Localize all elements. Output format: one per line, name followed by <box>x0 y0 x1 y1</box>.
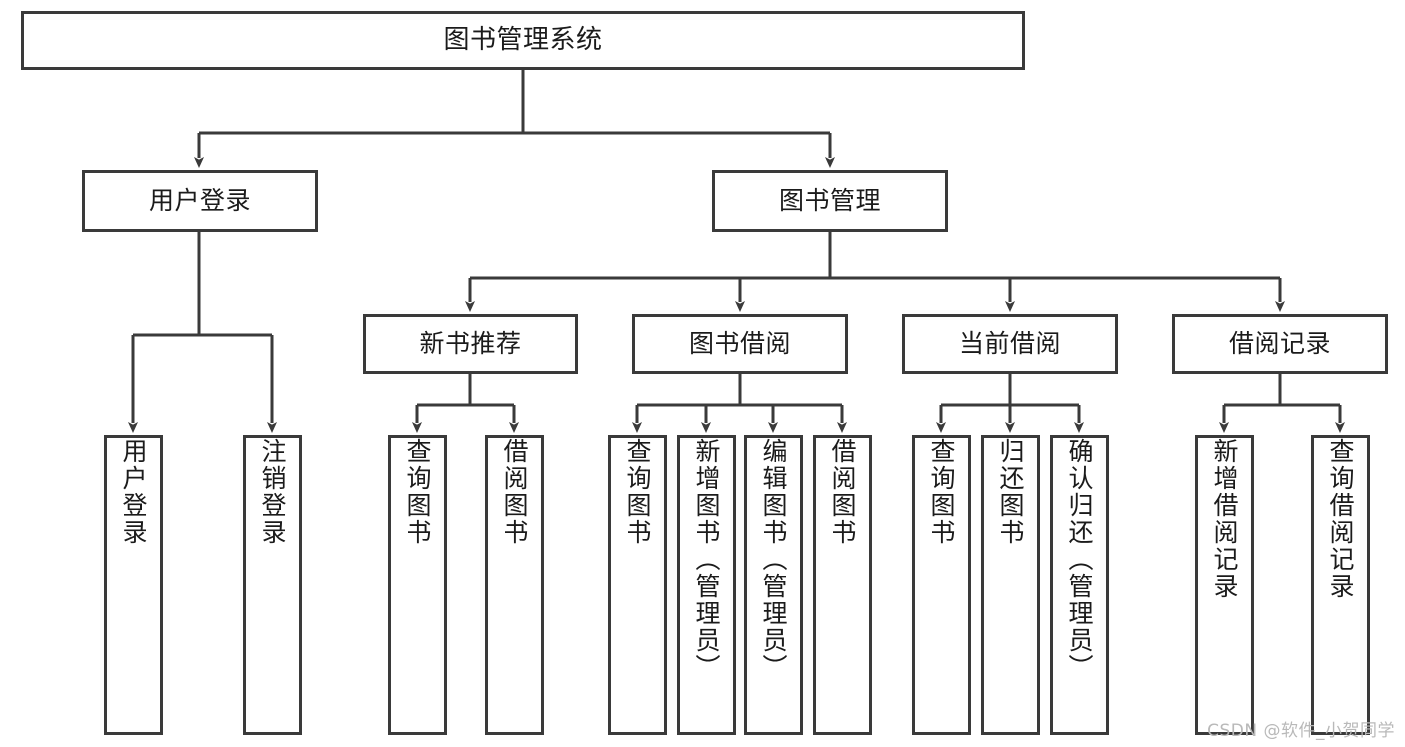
node-label: 查询图书 <box>927 438 956 546</box>
node-label: 新书推荐 <box>419 328 522 358</box>
node-label: 新增借阅记录 <box>1210 438 1239 600</box>
node-label: 注销登录 <box>258 438 287 546</box>
leaf-current-borrow-query[interactable]: 查询图书 <box>912 435 971 735</box>
node-new-book-recommend[interactable]: 新书推荐 <box>363 314 578 374</box>
node-label: 查询图书 <box>623 438 652 546</box>
leaf-current-borrow-confirm-return[interactable]: 确认归还（管理员） <box>1050 435 1109 735</box>
node-borrow-record[interactable]: 借阅记录 <box>1172 314 1388 374</box>
node-label: 查询图书 <box>403 438 432 546</box>
node-label: 用户登录 <box>119 438 148 546</box>
node-user-login[interactable]: 用户登录 <box>82 170 318 232</box>
node-label: 归还图书 <box>996 438 1025 546</box>
leaf-book-borrow-add[interactable]: 新增图书（管理员） <box>677 435 736 735</box>
leaf-borrow-record-query[interactable]: 查询借阅记录 <box>1311 435 1370 735</box>
node-label: 图书借阅 <box>688 328 791 358</box>
node-book-management[interactable]: 图书管理 <box>712 170 948 232</box>
node-label: 编辑图书（管理员） <box>759 438 788 681</box>
leaf-borrow-record-add[interactable]: 新增借阅记录 <box>1195 435 1254 735</box>
node-label: 借阅图书 <box>500 438 529 546</box>
leaf-book-borrow-borrow[interactable]: 借阅图书 <box>813 435 872 735</box>
leaf-new-book-borrow[interactable]: 借阅图书 <box>485 435 544 735</box>
node-label: 当前借阅 <box>958 328 1061 358</box>
node-label: 图书管理 <box>778 185 881 215</box>
leaf-book-borrow-edit[interactable]: 编辑图书（管理员） <box>744 435 803 735</box>
node-current-borrow[interactable]: 当前借阅 <box>902 314 1118 374</box>
node-label: 查询借阅记录 <box>1326 438 1355 600</box>
watermark: CSDN @软件_小贺同学 <box>1207 721 1395 741</box>
node-label: 借阅图书 <box>828 438 857 546</box>
leaf-user-login-login[interactable]: 用户登录 <box>104 435 163 735</box>
node-label: 新增图书（管理员） <box>692 438 721 681</box>
node-label: 借阅记录 <box>1228 328 1331 358</box>
node-book-borrow[interactable]: 图书借阅 <box>632 314 848 374</box>
leaf-book-borrow-query[interactable]: 查询图书 <box>608 435 667 735</box>
leaf-current-borrow-return[interactable]: 归还图书 <box>981 435 1040 735</box>
node-label: 用户登录 <box>148 185 251 215</box>
leaf-new-book-query[interactable]: 查询图书 <box>388 435 447 735</box>
leaf-user-login-logout[interactable]: 注销登录 <box>243 435 302 735</box>
node-root-book-management-system[interactable]: 图书管理系统 <box>21 11 1025 70</box>
node-label: 图书管理系统 <box>443 24 603 55</box>
node-label: 确认归还（管理员） <box>1065 438 1094 681</box>
